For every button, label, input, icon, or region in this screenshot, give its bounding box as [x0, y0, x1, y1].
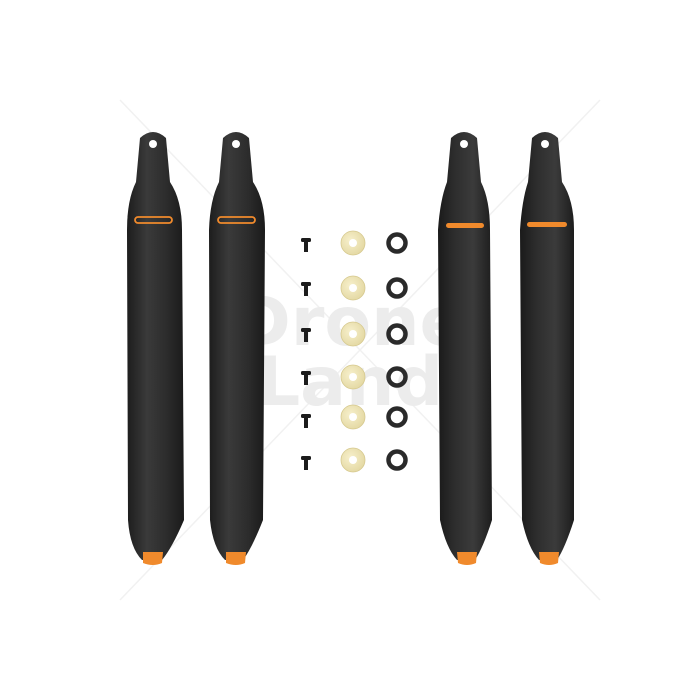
- screws: [301, 238, 311, 470]
- washer: [340, 404, 366, 430]
- watermark: Drone Land: [234, 283, 465, 422]
- orange-tip: [539, 552, 559, 565]
- washer: [340, 364, 366, 390]
- screw: [301, 414, 311, 428]
- orange-marking: [217, 216, 256, 224]
- washer: [340, 230, 366, 256]
- hub-hole: [149, 140, 157, 148]
- orange-tip: [143, 552, 163, 565]
- orange-marking: [134, 216, 173, 224]
- screw: [301, 282, 311, 296]
- orange-tip: [457, 552, 477, 565]
- rubber-ring: [386, 232, 408, 254]
- screw: [301, 328, 311, 342]
- screw: [301, 456, 311, 470]
- orange-tip: [226, 552, 246, 565]
- screw: [301, 371, 311, 385]
- hub-hole: [541, 140, 549, 148]
- hub-hole: [460, 140, 468, 148]
- orange-marking: [527, 222, 567, 227]
- rubber-ring: [386, 406, 408, 428]
- orange-marking: [446, 223, 484, 228]
- washer: [340, 275, 366, 301]
- propeller-blade: [209, 132, 265, 565]
- screw: [301, 238, 311, 252]
- rubber-ring: [386, 323, 408, 345]
- rubber-ring: [386, 277, 408, 299]
- propeller-blade: [520, 132, 574, 565]
- watermark-lines: [119, 99, 601, 601]
- rubber-ring: [386, 449, 408, 471]
- propeller-blade: [438, 132, 492, 565]
- rubber-rings: [386, 232, 408, 471]
- rubber-ring: [386, 366, 408, 388]
- washer: [340, 447, 366, 473]
- hub-hole: [232, 140, 240, 148]
- propeller-blade: [127, 132, 184, 565]
- washer: [340, 321, 366, 347]
- washers: [340, 230, 366, 473]
